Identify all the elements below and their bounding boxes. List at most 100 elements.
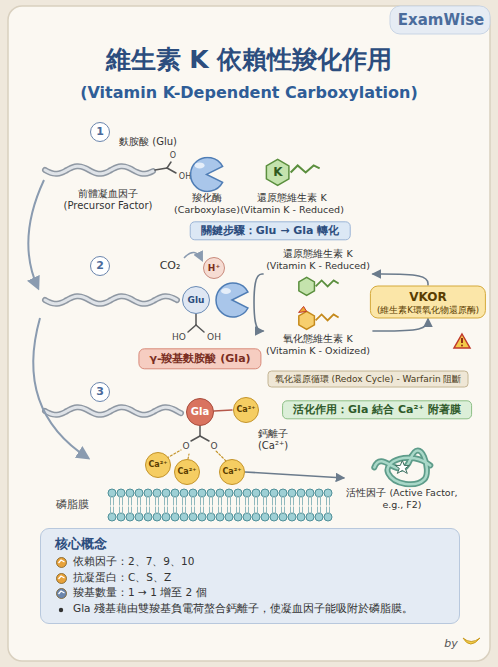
title: 維生素 K 依賴性羧化作用: [106, 45, 393, 76]
lipid-tail: [110, 496, 111, 505]
node-heading: Gla: [191, 406, 209, 418]
calcium-ion: Ca²⁺: [145, 452, 171, 478]
lipid-tail: [173, 496, 174, 505]
lipid-tail: [221, 496, 222, 505]
lipid-tail: [254, 496, 255, 505]
node-heading: Glu: [188, 295, 205, 306]
lipid-tail: [299, 496, 300, 505]
lipid-tail: [128, 496, 129, 505]
lipid-tail: [257, 496, 258, 505]
subtitle: (Vitamin K-Dependent Carboxylation): [80, 83, 418, 103]
lipid-tail: [164, 496, 165, 505]
bond-line: [155, 168, 167, 170]
proton-circle: H⁺: [203, 257, 225, 279]
banana-icon: [463, 638, 480, 644]
lipid-tail: [209, 507, 210, 514]
icon-holder: [295, 272, 341, 300]
node-heading: Ca²⁺: [223, 467, 242, 477]
vk1-icon: [262, 152, 322, 192]
lipid-tail: [191, 496, 192, 505]
bond-line: [167, 162, 171, 168]
bond-line: [188, 325, 196, 332]
lipid-tail: [146, 496, 147, 505]
prot-icon: [366, 445, 438, 487]
step-number: 3: [90, 382, 110, 402]
lipid-head: [306, 513, 314, 521]
lipid-head: [279, 513, 287, 521]
vitamin-k-reduced: K 還原態維生素 K (Vitamin K - Reduced): [238, 151, 347, 216]
lipid-tail: [239, 496, 240, 505]
lipid-head: [216, 489, 224, 497]
calcium-ion: Ca²⁺: [174, 459, 200, 485]
lipid-tail: [155, 496, 156, 505]
lipid-tail: [167, 507, 168, 514]
lipid-head: [207, 489, 215, 497]
lipid-tail: [320, 507, 321, 514]
peptide-chain: [45, 407, 181, 415]
calcium-ion: Ca²⁺: [233, 397, 259, 423]
atom-label: OH: [207, 332, 221, 343]
core-concept-panel: 核心概念依賴因子：2、7、9、10抗凝蛋白：C、S、Z羧基數量：1 → 1 增至…: [40, 528, 460, 624]
lipid-tail: [158, 507, 159, 514]
lipid-head: [171, 513, 179, 521]
lipid-head: [324, 513, 332, 521]
lipid-tail: [272, 496, 273, 505]
lipid-tail: [200, 507, 201, 514]
lipid-head: [297, 489, 305, 497]
lipid-tail: [113, 507, 114, 514]
lipid-tail: [146, 507, 147, 514]
lipid-tail: [227, 507, 228, 514]
header-tab: [390, 6, 490, 34]
lipid-head: [297, 513, 305, 521]
lipid-head: [153, 489, 161, 497]
lipid-tail: [329, 507, 330, 514]
lipid-tail: [200, 496, 201, 505]
lipid-head: [126, 489, 134, 497]
calcium-ion: Ca²⁺: [219, 459, 245, 485]
lipid-tail: [236, 507, 237, 514]
node-heading: 氧化態維生素 K (Vitamin K - Oxidized): [265, 333, 372, 356]
connector-arrow: [372, 274, 428, 286]
lipid-tail: [284, 496, 285, 505]
lipid-tail: [158, 496, 159, 505]
lipid-tail: [320, 496, 321, 505]
lipid-head: [153, 513, 161, 521]
lipid-head: [243, 513, 251, 521]
lipid-tail: [203, 496, 204, 505]
node-heading: K: [273, 165, 282, 180]
bond-line: [196, 325, 204, 332]
atom-label: O: [182, 441, 189, 452]
lipid-tail: [236, 496, 237, 505]
lipid-head: [198, 489, 206, 497]
lipid-tail: [122, 496, 123, 505]
glu-residue: Glu: [182, 286, 210, 314]
lipid-tail: [113, 496, 114, 505]
page-panel: [8, 6, 490, 661]
brand-mark: ExamWise: [398, 11, 484, 29]
lipid-tail: [254, 507, 255, 514]
lipid-tail: [317, 496, 318, 505]
lipid-tail: [245, 496, 246, 505]
lipid-tail: [218, 496, 219, 505]
lipid-tail: [275, 496, 276, 505]
lipid-tail: [182, 496, 183, 505]
peptide-chain: [45, 296, 177, 304]
node-heading: 氧化還原循環 (Redox Cycle) - Warfarin 阻斷: [275, 374, 462, 385]
lipid-head: [306, 489, 314, 497]
lipid-head: [117, 489, 125, 497]
lipid-tail: [290, 507, 291, 514]
node-text: 還原態維生素 K (Vitamin K - Reduced): [239, 192, 346, 215]
co2-arrow: [184, 252, 202, 260]
lipid-tail: [311, 507, 312, 514]
atom-label: O: [170, 151, 176, 161]
vkr-icon: [295, 272, 341, 300]
flow-arrow: [33, 318, 88, 458]
lipid-head: [180, 513, 188, 521]
lipid-head: [225, 489, 233, 497]
lipid-head: [126, 513, 134, 521]
lipid-tail: [329, 496, 330, 505]
lipid-tail: [302, 496, 303, 505]
lipid-tail: [221, 507, 222, 514]
bullet-icon: [55, 572, 68, 585]
atom-label: OH: [179, 172, 191, 182]
